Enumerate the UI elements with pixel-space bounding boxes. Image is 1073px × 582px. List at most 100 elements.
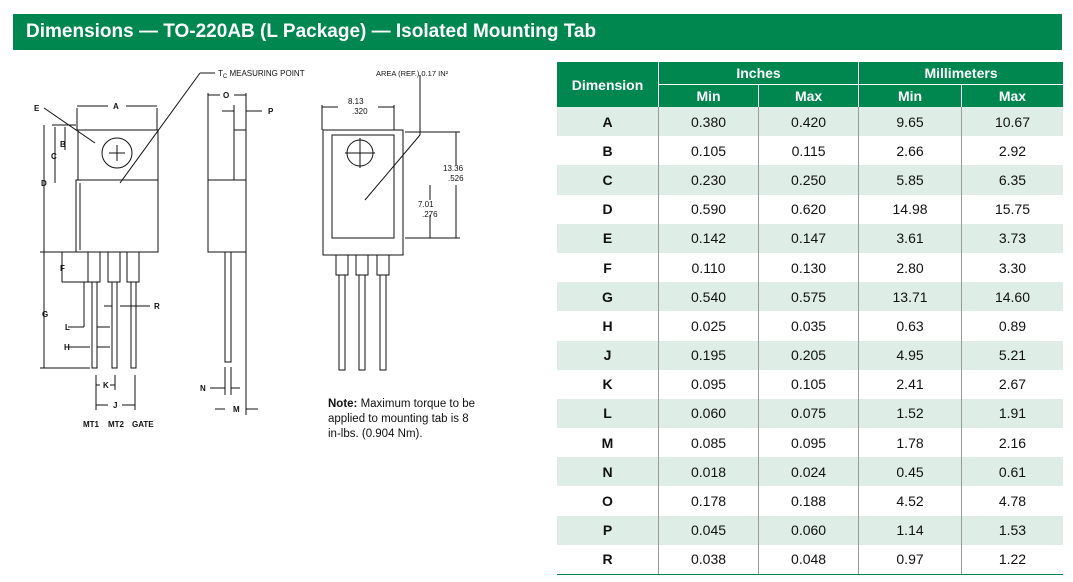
cell-mm-max: 10.67 — [960, 107, 1063, 137]
cell-mm-max: 0.61 — [960, 457, 1063, 487]
back-view — [321, 75, 460, 371]
dim-label-r: R — [154, 302, 160, 311]
cell-inches-min: 0.110 — [657, 252, 759, 283]
cell-mm-min: 5.85 — [858, 165, 962, 195]
ref-276: .276 — [422, 210, 438, 219]
cell-inches-min: 0.230 — [657, 165, 759, 195]
cell-mm-min: 13.71 — [858, 282, 962, 312]
cell-dimension: A — [557, 107, 659, 137]
cell-mm-min: 1.14 — [858, 515, 962, 545]
front-view — [40, 72, 215, 410]
header-inches: Inches — [657, 62, 859, 85]
cell-mm-max: 15.75 — [960, 194, 1063, 224]
cell-dimension: F — [603, 259, 612, 276]
cell-mm-max: 0.89 — [960, 311, 1063, 341]
cell-inches-min: 0.085 — [657, 428, 759, 458]
cell-mm-min: 9.65 — [858, 107, 962, 137]
cell-inches-max: 0.115 — [758, 136, 859, 166]
cell-dimension: E — [557, 223, 659, 253]
dim-label-n: N — [200, 384, 206, 393]
cell-mm-max: 2.67 — [960, 369, 1063, 399]
cell-inches-min: 0.045 — [657, 515, 759, 545]
cell-mm-max: 1.22 — [960, 544, 1063, 575]
header-millimeters: Millimeters — [858, 62, 1063, 85]
cell-inches-min: 0.540 — [657, 282, 759, 312]
cell-dimension: B — [602, 142, 613, 159]
cell-mm-min: 2.66 — [858, 136, 962, 166]
tc-measuring-point-label: TC MEASURING POINT — [218, 69, 305, 80]
header-inches-max: Max — [758, 84, 859, 107]
cell-inches-min: 0.018 — [657, 457, 759, 487]
cell-mm-max: 6.35 — [960, 165, 1063, 195]
dimensions-table: Dimension Inches Millimeters Min Max Min… — [557, 62, 1063, 575]
cell-inches-min: 0.142 — [657, 223, 759, 253]
cell-inches-max: 0.024 — [758, 457, 859, 487]
cell-dimension: O — [602, 493, 613, 510]
dim-label-a: A — [113, 102, 119, 111]
dim-label-p: P — [268, 107, 274, 116]
cell-mm-max: 3.73 — [960, 223, 1063, 253]
dim-label-j: J — [113, 401, 117, 410]
cell-mm-min: 14.98 — [858, 194, 962, 224]
cell-inches-min: 0.095 — [657, 369, 759, 399]
cell-inches-max: 0.250 — [758, 165, 859, 195]
pin-label-mt1: MT1 — [83, 420, 100, 429]
cell-mm-min: 1.52 — [858, 398, 962, 429]
dim-label-c: C — [51, 152, 57, 161]
cell-mm-min: 2.80 — [858, 252, 962, 283]
cell-inches-max: 0.205 — [758, 340, 859, 370]
ref-13-36: 13.36 — [443, 164, 464, 173]
cell-dimension: N — [557, 457, 659, 487]
torque-note: Note: Maximum torque to be applied to mo… — [328, 397, 478, 442]
cell-dimension: K — [602, 376, 613, 393]
cell-mm-min: 0.45 — [858, 457, 962, 487]
cell-inches-max: 0.105 — [758, 369, 859, 399]
cell-inches-max: 0.575 — [758, 282, 859, 312]
cell-dimension: C — [557, 165, 659, 195]
dim-label-m: M — [233, 405, 240, 414]
cell-inches-min: 0.060 — [657, 398, 759, 429]
cell-inches-max: 0.420 — [758, 107, 859, 137]
cell-dimension: H — [602, 317, 613, 334]
cell-mm-max: 5.21 — [960, 340, 1063, 370]
cell-dimension: J — [557, 340, 659, 370]
dim-label-e: E — [34, 104, 40, 113]
cell-inches-min: 0.105 — [657, 136, 759, 166]
cell-mm-max: 1.53 — [960, 515, 1063, 545]
cell-mm-min: 3.61 — [858, 223, 962, 253]
cell-dimension: L — [557, 398, 659, 429]
note-label: Note: — [328, 398, 358, 410]
cell-dimension: P — [557, 515, 659, 545]
cell-inches-max: 0.147 — [758, 223, 859, 253]
ref-7-01: 7.01 — [418, 200, 434, 209]
side-view — [207, 93, 262, 415]
cell-inches-min: 0.038 — [657, 544, 759, 575]
cell-inches-max: 0.188 — [758, 486, 859, 516]
dim-label-b: B — [60, 140, 66, 149]
header-dimension: Dimension — [557, 62, 659, 107]
cell-dimension: D — [602, 201, 613, 218]
cell-mm-max: 14.60 — [960, 282, 1063, 312]
ref-8-13: 8.13 — [348, 97, 364, 106]
dim-label-h: H — [64, 343, 70, 352]
cell-inches-min: 0.178 — [657, 486, 759, 516]
header-mm-min: Min — [858, 84, 962, 107]
cell-mm-min: 4.52 — [858, 486, 962, 516]
cell-inches-max: 0.095 — [758, 428, 859, 458]
ref-320: .320 — [352, 107, 368, 116]
pin-label-gate: GATE — [132, 420, 154, 429]
cell-inches-max: 0.048 — [758, 544, 859, 575]
